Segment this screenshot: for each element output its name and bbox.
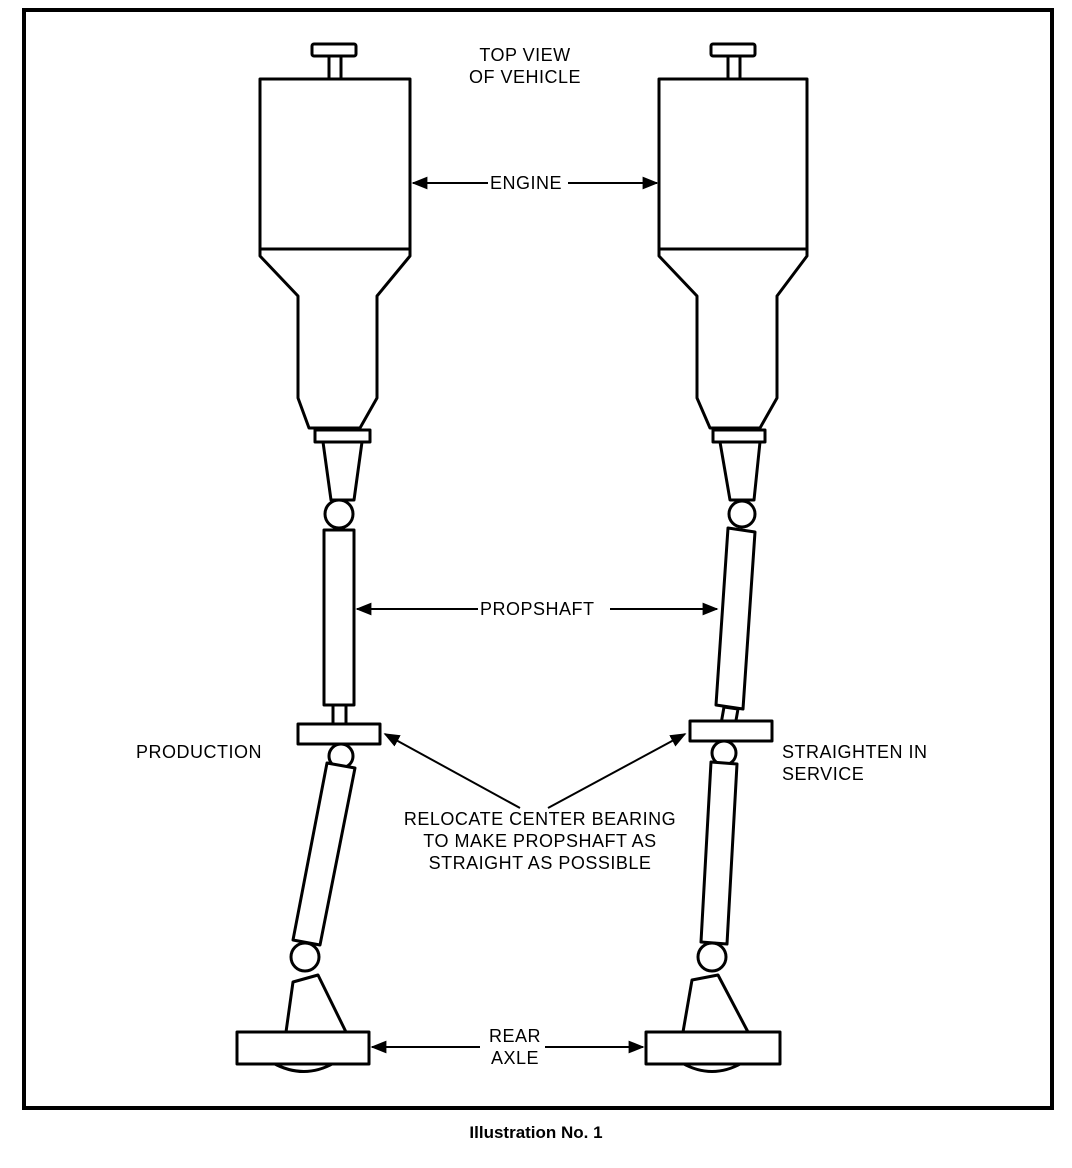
relocate-arrow-right [547,733,687,809]
illustration-caption: Illustration No. 1 [469,1123,603,1142]
top-view-label: TOP VIEW OF VEHICLE [468,45,582,87]
u-joint-right-1 [727,499,757,529]
straightened-drivetrain [644,42,809,1073]
rear-axle-left [235,973,371,1073]
engine-right [657,42,809,430]
center-bearing-left [296,722,382,746]
straighten-label: STRAIGHTEN IN SERVICE [782,742,928,784]
transmission-output-right [711,428,767,502]
propshaft-label: PROPSHAFT [480,598,595,620]
engine-label: ENGINE [490,172,563,194]
relocate-arrow-left [383,733,521,809]
transmission-output-left [313,428,372,502]
rear-axle-right [644,973,782,1073]
u-joint-left-3 [289,941,321,973]
rear-propshaft-right [699,760,739,946]
relocate-label: RELOCATE CENTER BEARING TO MAKE PROPSHAF… [403,809,677,873]
center-bearing-right [688,719,774,743]
engine-left [258,42,412,430]
rear-axle-label: REAR AXLE [488,1026,541,1068]
front-propshaft-left [322,528,356,707]
production-label: PRODUCTION [136,742,262,762]
front-propshaft-right [714,526,757,711]
diagram-frame [22,8,1054,1110]
rear-propshaft-left [291,761,357,947]
u-joint-left-1 [323,498,355,530]
production-drivetrain [235,42,412,1073]
u-joint-right-3 [696,941,728,973]
